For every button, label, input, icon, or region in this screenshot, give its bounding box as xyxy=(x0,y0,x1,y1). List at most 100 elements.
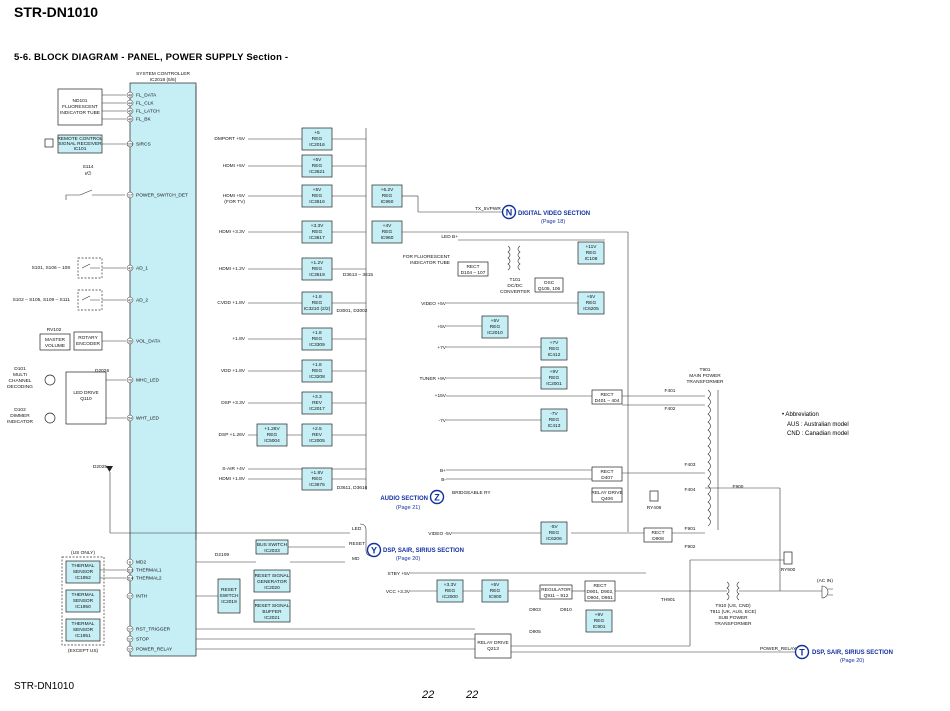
t910-line4: TRANSFORMER xyxy=(714,621,752,627)
regulator-line: IC3675 xyxy=(309,482,325,488)
rail-vcc-3v3: VCC +3.3V xyxy=(386,589,411,595)
regulator-line: +5V xyxy=(587,294,596,300)
pin-number-badge xyxy=(126,645,134,653)
pin-label: FL_DATA xyxy=(136,93,157,99)
regulator-line: IC3621 xyxy=(309,169,325,175)
rail-label: DMPORT +5V xyxy=(214,136,245,142)
power-relay-signal-label: POWER_RELAY xyxy=(760,646,797,652)
d101-line2: MULTI xyxy=(13,372,27,378)
md-signal-label: MD xyxy=(352,556,360,562)
regulator-line: +1.8 xyxy=(312,294,322,300)
rail-video-minus-5v: VIDEO -5V xyxy=(428,531,453,537)
regulator-line: +5V xyxy=(313,157,322,163)
regulator-line: -5V xyxy=(550,524,558,530)
thermal-1950-line3: IC1950 xyxy=(75,604,91,610)
rail-label: +1.8V xyxy=(232,336,245,342)
t901-line3: TRANSFORMER xyxy=(686,379,724,385)
t101-label: T101 xyxy=(510,277,521,283)
regulator-line: REG xyxy=(312,136,323,142)
rail-stby-5v: STBY +5V xyxy=(388,571,411,577)
regulator-line: +5V xyxy=(313,187,322,193)
s114-symbol: I/⏻ xyxy=(85,171,92,177)
regulator-line: IC2017 xyxy=(309,406,325,412)
d101-line4: DECODING xyxy=(7,384,33,390)
t910-label: T910 (US, CND) xyxy=(715,603,751,609)
thermal-1951-line1: THERMAL xyxy=(72,621,95,627)
except-us-label: (EXCEPT US) xyxy=(68,648,99,654)
ry900-label: RY900 xyxy=(781,567,796,573)
pin-number-badge xyxy=(126,99,134,107)
pin-label: AD_1 xyxy=(136,266,148,272)
rect-d901-line2: D901, D902, xyxy=(587,589,614,595)
t101-transformer-icon xyxy=(507,245,521,271)
regulator-line: IC901 xyxy=(593,624,606,630)
regulator-block xyxy=(540,337,568,361)
reset-switch-line1: RESET xyxy=(221,587,237,593)
regulator-block xyxy=(577,241,605,265)
regulator-line: IC3208 xyxy=(309,374,325,380)
section-t-letter: T xyxy=(799,648,805,658)
power-switch-icon xyxy=(65,189,125,200)
pin-label: MD2 xyxy=(136,560,146,566)
abbreviation-cnd: CND : Canadian model xyxy=(787,431,849,437)
section-t-circle[interactable] xyxy=(794,644,810,660)
t901-primary-coil-icon xyxy=(707,389,711,527)
d102-line3: INDICATOR xyxy=(7,419,33,425)
pin-number-badge xyxy=(126,91,134,99)
section-y-name[interactable]: DSP, SAIR, SIRIUS SECTION xyxy=(383,548,464,554)
regulator-line: +3.3V xyxy=(311,223,324,229)
reg-6-2v-line3: IC960 xyxy=(381,199,394,205)
system-controller-ic: IC2018 (5/6) xyxy=(150,77,177,83)
regulator-line: IC2005 xyxy=(309,438,325,444)
d910-label: D910 xyxy=(560,607,572,613)
reg-1-26v-line3: IC5004 xyxy=(264,438,280,444)
pin-number: 114 xyxy=(127,576,133,580)
pin-label: THERMAL1 xyxy=(136,568,162,574)
reset-switch-line2: SWITCH xyxy=(220,593,239,599)
f901-label: F901 xyxy=(685,526,696,532)
regulator-line: IC2016 xyxy=(309,142,325,148)
ir-receiver-icon xyxy=(44,138,54,148)
signal-brace xyxy=(359,523,373,557)
pin-number-badge xyxy=(126,376,134,384)
section-t-name[interactable]: DSP, SAIR, SIRIUS SECTION xyxy=(812,650,893,656)
reg-6-2v-line1: +6.2V xyxy=(381,187,394,193)
pin-label: MHC_LED xyxy=(136,378,159,384)
thermal-1952-line2: SENSOR xyxy=(73,569,94,575)
reset-buf-line1: RESET SIGNAL xyxy=(255,603,290,609)
regulator-line: REG xyxy=(549,417,560,423)
footer-model: STR-DN1010 xyxy=(14,681,75,692)
d101-line3: CHANNEL xyxy=(9,378,32,384)
pin-label: WHT_LED xyxy=(136,416,159,422)
rail-7v: +7V xyxy=(437,345,446,351)
regulator-line: IC2000 xyxy=(442,594,458,600)
section-y-circle[interactable] xyxy=(366,542,382,558)
pin-number: 45 xyxy=(128,109,132,113)
regulator-line: REG xyxy=(312,163,323,169)
regulator-line: REG xyxy=(586,250,597,256)
pin-number: 46 xyxy=(128,117,132,121)
rect-d104-block xyxy=(457,261,489,277)
pin-label: AD_2 xyxy=(136,298,148,304)
rect-d908-line1: RECT xyxy=(651,530,664,536)
pin-label: FL_CLK xyxy=(136,101,154,107)
section-t-page: (Page 20) xyxy=(840,658,864,664)
section-z-circle[interactable] xyxy=(429,489,445,505)
pin-number: 43 xyxy=(128,266,132,270)
fluorescent-tube-line3: INDICATOR TUBE xyxy=(60,110,100,116)
model-title: STR-DN1010 xyxy=(14,4,99,20)
th901-label: TH901 xyxy=(661,597,676,603)
pin-number-badge xyxy=(126,296,134,304)
rail-label-sub: (FOR TV) xyxy=(224,199,245,205)
section-n-name[interactable]: DIGITAL VIDEO SECTION xyxy=(518,211,590,217)
section-z-name[interactable]: AUDIO SECTION xyxy=(380,496,428,502)
reg-1-26v-block xyxy=(256,423,288,447)
pin-label: SIRCS xyxy=(136,142,151,148)
d101-label: D101 xyxy=(14,366,26,372)
regulator-line: IC413 xyxy=(548,423,561,429)
regulator-line: REG xyxy=(490,324,501,330)
tx-5vpwr-label: TX_5VPWR xyxy=(475,206,501,212)
section-n-circle[interactable] xyxy=(501,204,517,220)
reset-switch-line3: IC2019 xyxy=(221,599,237,605)
